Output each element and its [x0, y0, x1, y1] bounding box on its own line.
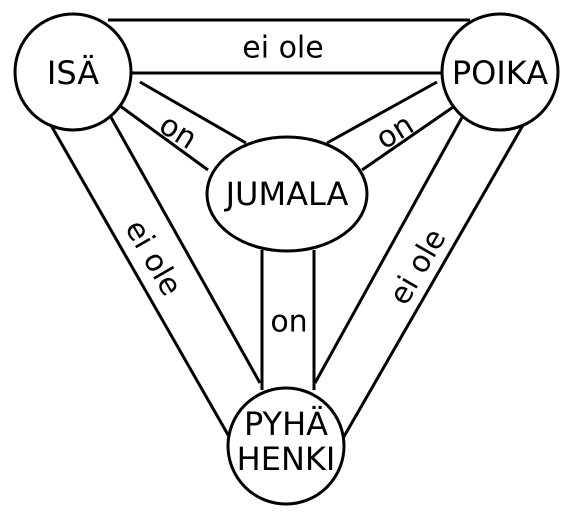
- node-pyha-henki: PYHÄ HENKI: [226, 386, 346, 506]
- node-label-pyha: PYHÄ: [244, 405, 328, 443]
- band-isa-pyha-henki: [46, 111, 262, 441]
- band-jumala-pyha-henki: [260, 250, 316, 390]
- node-label-jumala: JUMALA: [224, 175, 349, 213]
- node-label-henki: HENKI: [237, 440, 336, 478]
- node-label-poika: POIKA: [452, 54, 548, 92]
- node-label-isa: ISÄ: [47, 54, 99, 92]
- node-jumala: JUMALA: [205, 135, 369, 253]
- edge-label-isa-poika: ei ole: [242, 31, 323, 66]
- band-poika-jumala: [326, 80, 460, 172]
- band-isa-poika: [108, 18, 470, 75]
- band-poika-pyha-henki: [313, 111, 528, 441]
- edge-label-jumala-pyha-henki: on: [270, 305, 307, 340]
- node-poika: POIKA: [440, 12, 560, 132]
- node-isa: ISÄ: [13, 12, 133, 132]
- band-isa-jumala: [115, 80, 247, 172]
